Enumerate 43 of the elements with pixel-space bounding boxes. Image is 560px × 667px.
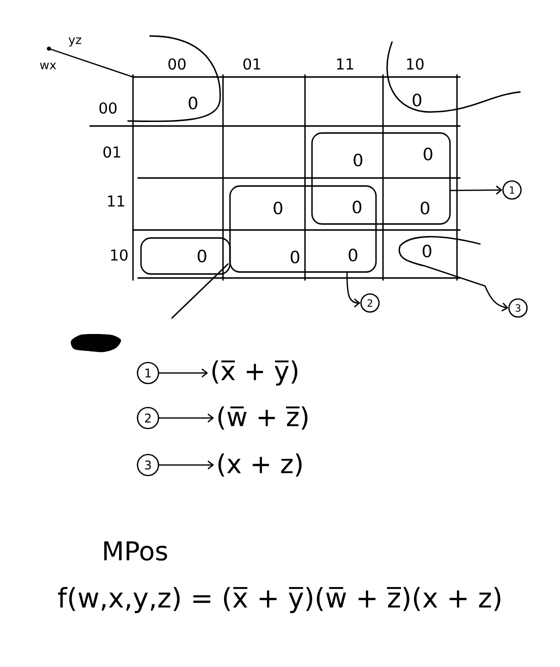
circled-number: 2 xyxy=(360,293,380,313)
arrow xyxy=(449,186,502,195)
cell-value: 0 xyxy=(198,250,206,262)
cell-value: 0 xyxy=(354,154,362,166)
corner-loop xyxy=(127,35,221,122)
corner-loop xyxy=(386,41,521,113)
cell-value: 0 xyxy=(348,248,358,262)
arrow xyxy=(158,460,214,470)
circled-number: 2 xyxy=(136,406,160,430)
arrow xyxy=(158,368,208,378)
cell-value: 0 xyxy=(412,94,422,106)
cell-value: 0 xyxy=(290,250,300,264)
cell-value: 0 xyxy=(420,202,430,214)
corner-loop xyxy=(140,237,231,319)
arrow xyxy=(158,414,214,423)
cell-value: 0 xyxy=(422,244,432,258)
row-header: 01 xyxy=(103,146,120,158)
variable-label: wx xyxy=(40,62,56,70)
expression: (x̅ + y̅) xyxy=(212,360,298,386)
circled-number: 1 xyxy=(502,180,522,200)
corner-loop xyxy=(398,236,486,287)
row-header: 10 xyxy=(111,249,128,261)
column-header: 10 xyxy=(407,58,424,70)
column-header: 01 xyxy=(243,58,260,70)
circled-number: 3 xyxy=(508,298,528,318)
cell-value: 0 xyxy=(424,148,432,160)
cell-value: 0 xyxy=(352,200,362,214)
expression: (w̅ + z̅) xyxy=(218,406,308,430)
circled-number: 3 xyxy=(136,454,160,476)
row-header: 11 xyxy=(108,196,124,206)
equation: f(w,x,y,z) = (x̅ + y̅)(w̅ + z̅)(x + z) xyxy=(58,586,500,614)
variable-label: yz xyxy=(68,37,82,47)
column-header: 00 xyxy=(168,58,186,70)
arrow xyxy=(484,285,508,312)
arrow xyxy=(346,271,360,308)
heading: MPos xyxy=(104,541,168,561)
cell-value: 0 xyxy=(274,202,282,214)
group-loop xyxy=(311,132,451,225)
expression: (x + z) xyxy=(218,453,302,477)
column-header: 11 xyxy=(337,58,354,70)
circled-number: 1 xyxy=(136,362,160,384)
group-loop xyxy=(229,185,377,273)
cell-value: 0 xyxy=(188,96,198,110)
